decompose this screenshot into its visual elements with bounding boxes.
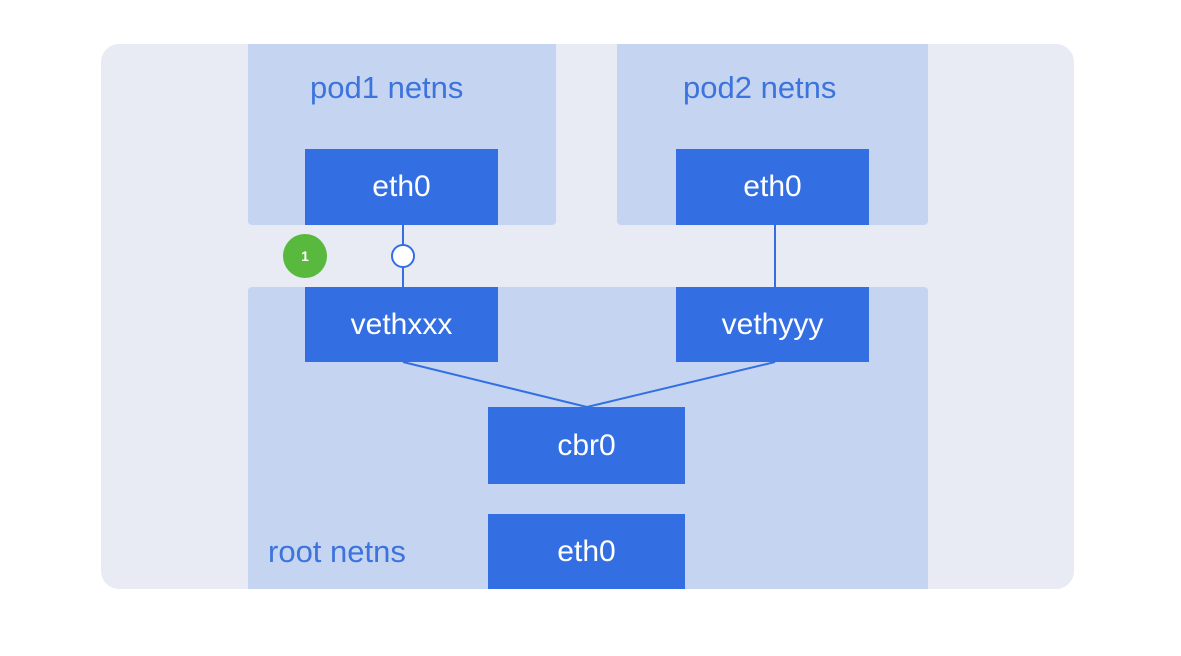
link-connector-icon <box>391 244 415 268</box>
step-1-badge: 1 <box>283 234 327 278</box>
vethxxx-to-cbr0-link <box>402 361 588 408</box>
vethyyy-to-cbr0-link <box>586 361 776 408</box>
pod1-netns-label: pod1 netns <box>310 70 464 105</box>
root-netns-label: root netns <box>268 534 406 569</box>
vethyyy-interface: vethyyy <box>676 287 869 362</box>
pod2-netns-label: pod2 netns <box>683 70 837 105</box>
pod1-eth0-interface: eth0 <box>305 149 498 225</box>
vethxxx-interface: vethxxx <box>305 287 498 362</box>
pod2-eth0-interface: eth0 <box>676 149 869 225</box>
root-eth0-interface: eth0 <box>488 514 685 589</box>
cbr0-bridge: cbr0 <box>488 407 685 484</box>
